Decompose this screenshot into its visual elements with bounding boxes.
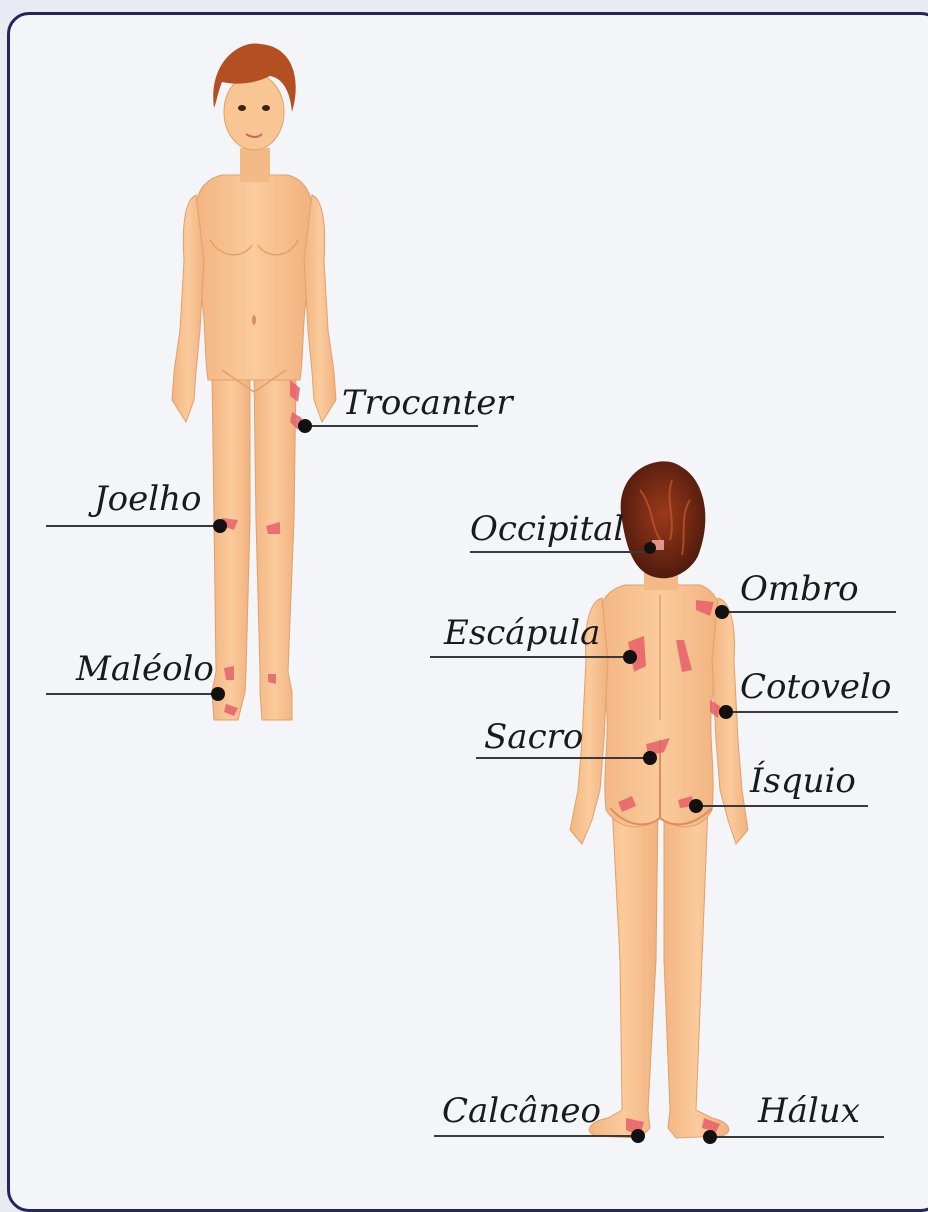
label-halux: Hálux [758,1094,860,1128]
dot-occipital [644,542,656,554]
back-hair [621,461,706,578]
back-right-arm [712,598,748,844]
dot-escapula [623,650,637,664]
front-left-arm [172,195,204,422]
back-right-leg [664,805,729,1138]
front-figure [172,44,336,720]
label-ombro: Ombro [740,572,859,606]
dot-sacro [643,751,657,765]
dot-isquio [689,799,703,813]
label-joelho: Joelho [94,482,201,516]
label-escapula: Escápula [444,616,600,650]
dot-calcaneo [631,1129,645,1143]
dot-joelho [213,519,227,533]
label-sacro: Sacro [484,720,583,754]
front-right-arm [304,195,336,422]
label-isquio: Ísquio [750,764,856,798]
front-right-leg [254,375,296,720]
front-neck [240,148,270,182]
label-cotovelo: Cotovelo [740,670,891,704]
dot-maleolo [211,687,225,701]
label-trocanter: Trocanter [342,386,513,420]
label-maleolo: Maléolo [76,652,214,686]
dot-trocanter [298,419,312,433]
label-calcaneo: Calcâneo [442,1094,601,1128]
label-occipital: Occipital [470,512,624,546]
back-left-leg [589,805,658,1138]
front-face [224,74,284,150]
dot-ombro [715,605,729,619]
dot-halux [703,1130,717,1144]
front-torso [196,175,312,380]
dot-cotovelo [719,705,733,719]
back-figure [570,461,748,1138]
